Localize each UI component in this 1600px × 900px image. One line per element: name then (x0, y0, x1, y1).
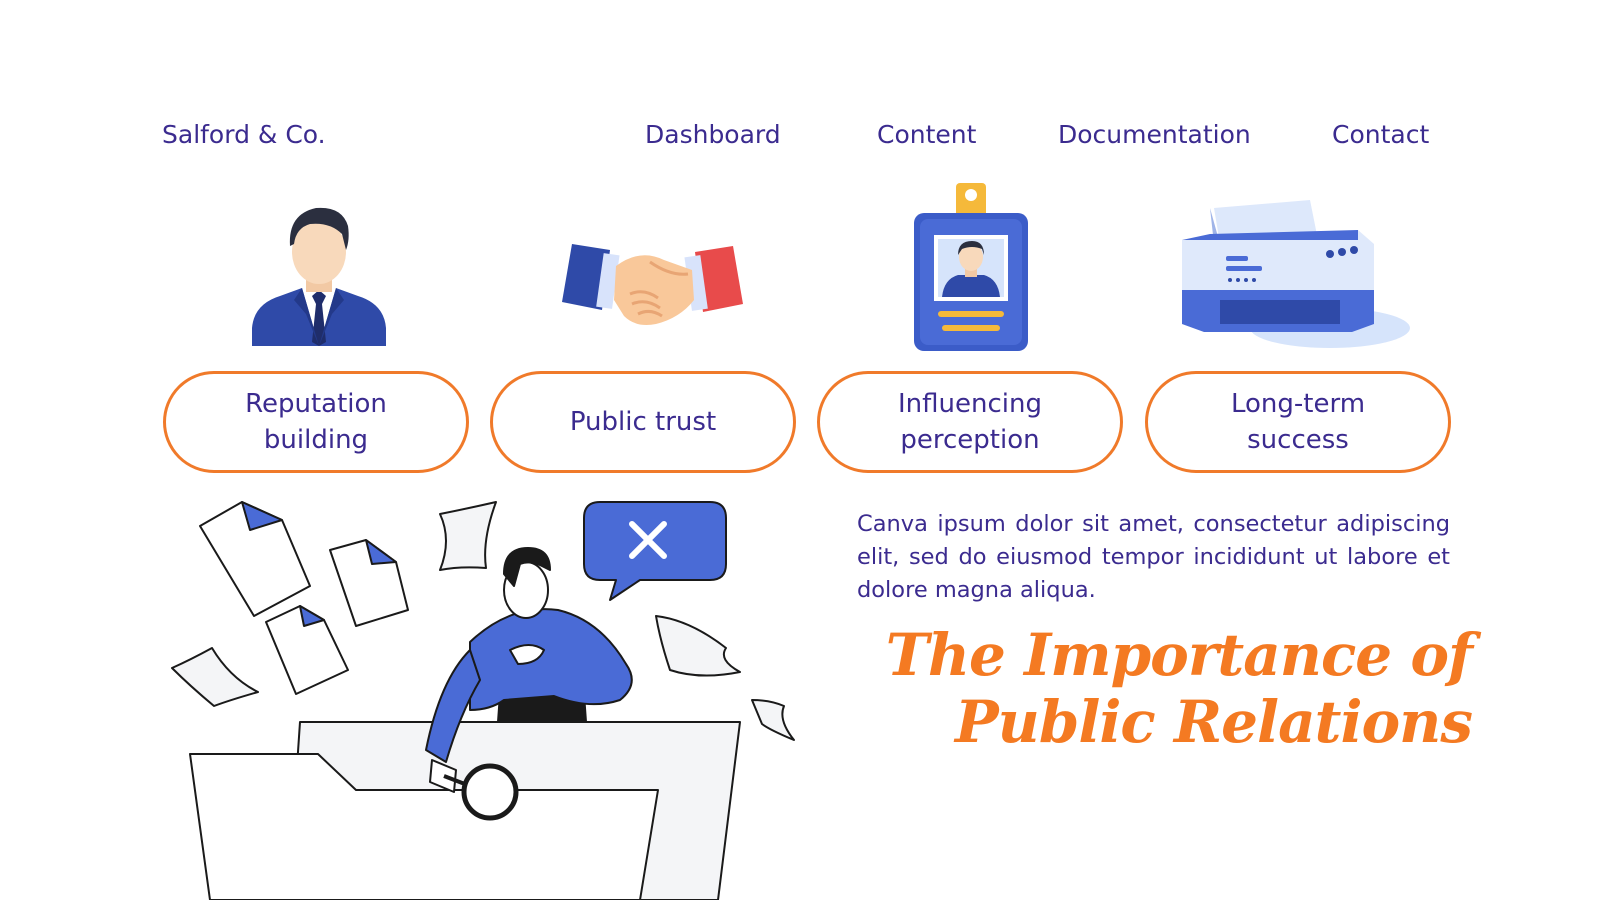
nav-documentation[interactable]: Documentation (1058, 120, 1251, 149)
card-label-line1: Public trust (569, 407, 717, 437)
title-line2: Public Relations (955, 688, 1473, 756)
brand-name[interactable]: Salford & Co. (162, 120, 326, 149)
id-badge-icon (914, 183, 1028, 351)
card-influencing-perception: Influencing perception (817, 371, 1123, 473)
card-label-line1: Reputation (245, 389, 387, 419)
card-public-trust: Public trust (490, 371, 796, 473)
nav-content[interactable]: Content (877, 120, 977, 149)
card-label-line1: Influencing (898, 389, 1042, 419)
card-label-line2: building (263, 425, 369, 455)
nav-contact[interactable]: Contact (1332, 120, 1430, 149)
title-line1: The Importance of (885, 621, 1473, 689)
page-title: The Importance of Public Relations (885, 621, 1473, 756)
businessman-icon (252, 207, 386, 346)
document-search-illustration (171, 501, 795, 900)
card-label-line1: Long-term (1230, 389, 1366, 419)
nav-dashboard[interactable]: Dashboard (645, 120, 781, 149)
handshake-icon (562, 244, 743, 325)
card-label-line2: success (1247, 425, 1349, 455)
printer-icon (1182, 200, 1410, 348)
body-paragraph: Canva ipsum dolor sit amet, consectetur … (857, 511, 1450, 603)
card-reputation-building: Reputation building (163, 371, 469, 473)
card-label-line2: perception (900, 425, 1040, 455)
card-long-term-success: Long-term success (1145, 371, 1451, 473)
